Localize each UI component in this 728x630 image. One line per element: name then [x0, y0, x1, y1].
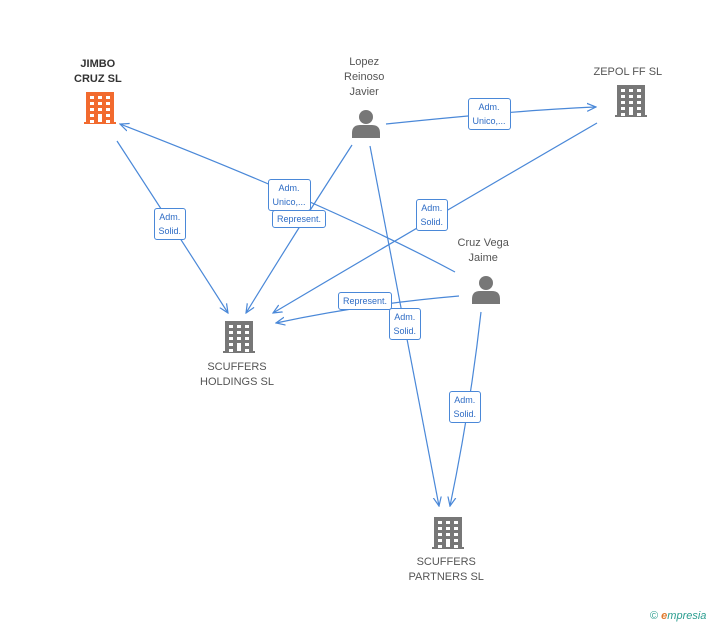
nodes-layer: [84, 85, 647, 549]
edge-label-lopez-to-partners[interactable]: Adm. Solid.: [388, 308, 422, 340]
partners-node-label[interactable]: SCUFFERS PARTNERS SL: [409, 555, 484, 585]
cruz-person-icon[interactable]: [472, 276, 500, 304]
brand-initial: e: [661, 610, 668, 622]
copyright-symbol: ©: [650, 610, 659, 622]
jimbo-node-label[interactable]: JIMBO CRUZ SL: [74, 57, 122, 87]
node-label-line: Reinoso: [344, 71, 385, 83]
node-label-line: HOLDINGS SL: [200, 376, 274, 388]
edge-label-line: Solid.: [420, 217, 444, 227]
node-label-line: Lopez: [349, 56, 380, 68]
edge-label-lopez-to-zepol[interactable]: Adm. Unico,...: [467, 98, 511, 130]
edge-label-line: Adm.: [454, 395, 476, 405]
edge-label-cruz-to-holdings[interactable]: Represent.: [338, 292, 393, 310]
brand-name: mpresia: [667, 610, 707, 622]
node-label-line: SCUFFERS: [207, 361, 267, 373]
edge-label-line: Solid.: [158, 226, 182, 236]
zepol-node-label[interactable]: ZEPOL FF SL: [594, 65, 663, 80]
partners-building-icon[interactable]: [432, 517, 464, 549]
node-label-line: Javier: [349, 86, 379, 98]
node-label-line: ZEPOL FF SL: [593, 66, 663, 78]
edge-label-line: Adm.: [278, 183, 300, 193]
edge-label-line: Solid.: [453, 409, 477, 419]
node-label-line: Cruz Vega: [457, 237, 509, 249]
node-label-line: JIMBO: [80, 58, 116, 70]
edge-label-line: Represent.: [343, 296, 388, 306]
node-label-line: Jaime: [468, 252, 498, 264]
lopez-person-icon[interactable]: [352, 110, 380, 138]
edge-label-zepol-to-holdings[interactable]: Adm. Solid.: [415, 199, 449, 231]
edge-label-cruz-to-jimbo[interactable]: Adm. Unico,...: [267, 179, 311, 211]
zepol-building-icon[interactable]: [615, 85, 647, 117]
edge-label-jimbo-to-holdings[interactable]: Adm. Solid.: [153, 208, 187, 240]
edge-lopez-to-holdings: [246, 144, 353, 313]
edge-label-line: Unico,...: [472, 116, 506, 126]
edge-label-line: Adm.: [478, 102, 500, 112]
footer-brand[interactable]: © empresia: [650, 610, 706, 622]
node-label-line: PARTNERS SL: [408, 571, 484, 583]
edge-label-lopez-to-holdings[interactable]: Represent.: [272, 210, 327, 228]
edge-label-line: Adm.: [159, 212, 181, 222]
node-label-line: CRUZ SL: [74, 73, 122, 85]
edge-label-line: Unico,...: [272, 197, 306, 207]
holdings-building-icon[interactable]: [223, 321, 255, 353]
holdings-node-label[interactable]: SCUFFERS HOLDINGS SL: [200, 360, 274, 390]
edge-label-line: Represent.: [277, 214, 322, 224]
jimbo-building-icon[interactable]: [84, 92, 116, 124]
edge-label-line: Solid.: [393, 326, 417, 336]
edge-label-cruz-to-partners[interactable]: Adm. Solid.: [448, 391, 482, 423]
edge-label-line: Adm.: [421, 203, 443, 213]
node-label-line: SCUFFERS: [416, 556, 476, 568]
edge-label-line: Adm.: [394, 312, 416, 322]
